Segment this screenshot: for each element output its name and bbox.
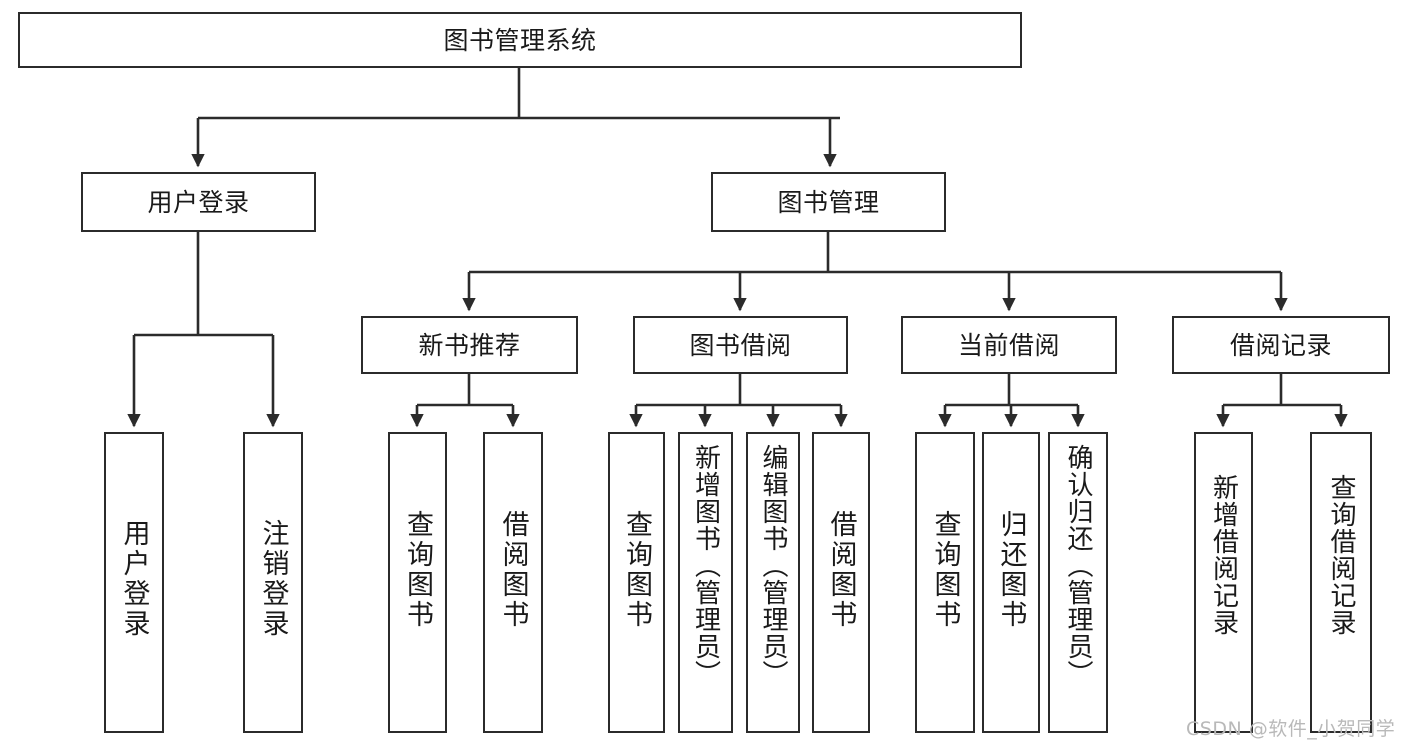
node-current-borrow[interactable]: 当前借阅: [901, 316, 1117, 374]
node-book-manage-label: 图书管理: [777, 187, 880, 217]
csdn-watermark: CSDN @软件_小贺同学: [1186, 718, 1396, 740]
node-leaf-add-book[interactable]: 新增图书（管理员）: [678, 432, 733, 733]
node-leaf-query-book-3[interactable]: 查询图书: [915, 432, 975, 733]
node-leaf-edit-book-label: 编辑图书（管理员）: [758, 444, 788, 687]
node-leaf-query-book-2-label: 查询图书: [621, 510, 652, 630]
node-leaf-add-record[interactable]: 新增借阅记录: [1194, 432, 1253, 733]
node-user-login[interactable]: 用户登录: [81, 172, 316, 232]
node-leaf-borrow-book-1[interactable]: 借阅图书: [483, 432, 543, 733]
node-leaf-borrow-book-1-label: 借阅图书: [497, 510, 529, 630]
node-leaf-return-book-label: 归还图书: [995, 510, 1027, 630]
node-leaf-query-record-label: 查询借阅记录: [1326, 474, 1356, 636]
node-leaf-confirm-return[interactable]: 确认归还（管理员）: [1048, 432, 1108, 733]
node-leaf-edit-book[interactable]: 编辑图书（管理员）: [746, 432, 800, 733]
node-leaf-query-book-3-label: 查询图书: [929, 510, 961, 630]
node-book-manage[interactable]: 图书管理: [711, 172, 946, 232]
node-leaf-confirm-return-label: 确认归还（管理员）: [1063, 444, 1093, 687]
node-book-borrow[interactable]: 图书借阅: [633, 316, 848, 374]
node-leaf-return-book[interactable]: 归还图书: [982, 432, 1040, 733]
node-user-login-label: 用户登录: [147, 187, 250, 217]
node-borrow-record-label: 借阅记录: [1229, 330, 1332, 360]
node-root[interactable]: 图书管理系统: [18, 12, 1022, 68]
node-leaf-user-login-label: 用户登录: [118, 519, 150, 639]
node-leaf-query-book-2[interactable]: 查询图书: [608, 432, 665, 733]
node-leaf-borrow-book-2[interactable]: 借阅图书: [812, 432, 870, 733]
node-current-borrow-label: 当前借阅: [957, 330, 1060, 360]
node-leaf-query-book-1-label: 查询图书: [402, 510, 433, 630]
node-borrow-record[interactable]: 借阅记录: [1172, 316, 1390, 374]
node-leaf-add-record-label: 新增借阅记录: [1208, 474, 1239, 636]
node-leaf-query-record[interactable]: 查询借阅记录: [1310, 432, 1372, 733]
node-new-book-rec-label: 新书推荐: [418, 330, 521, 360]
node-leaf-logout-login[interactable]: 注销登录: [243, 432, 303, 733]
node-leaf-logout-login-label: 注销登录: [257, 519, 289, 639]
node-leaf-add-book-label: 新增图书（管理员）: [690, 444, 721, 687]
node-root-label: 图书管理系统: [443, 25, 597, 55]
node-leaf-user-login[interactable]: 用户登录: [104, 432, 164, 733]
node-book-borrow-label: 图书借阅: [689, 330, 792, 360]
node-leaf-borrow-book-2-label: 借阅图书: [825, 510, 857, 630]
node-leaf-query-book-1[interactable]: 查询图书: [388, 432, 447, 733]
node-new-book-rec[interactable]: 新书推荐: [361, 316, 578, 374]
